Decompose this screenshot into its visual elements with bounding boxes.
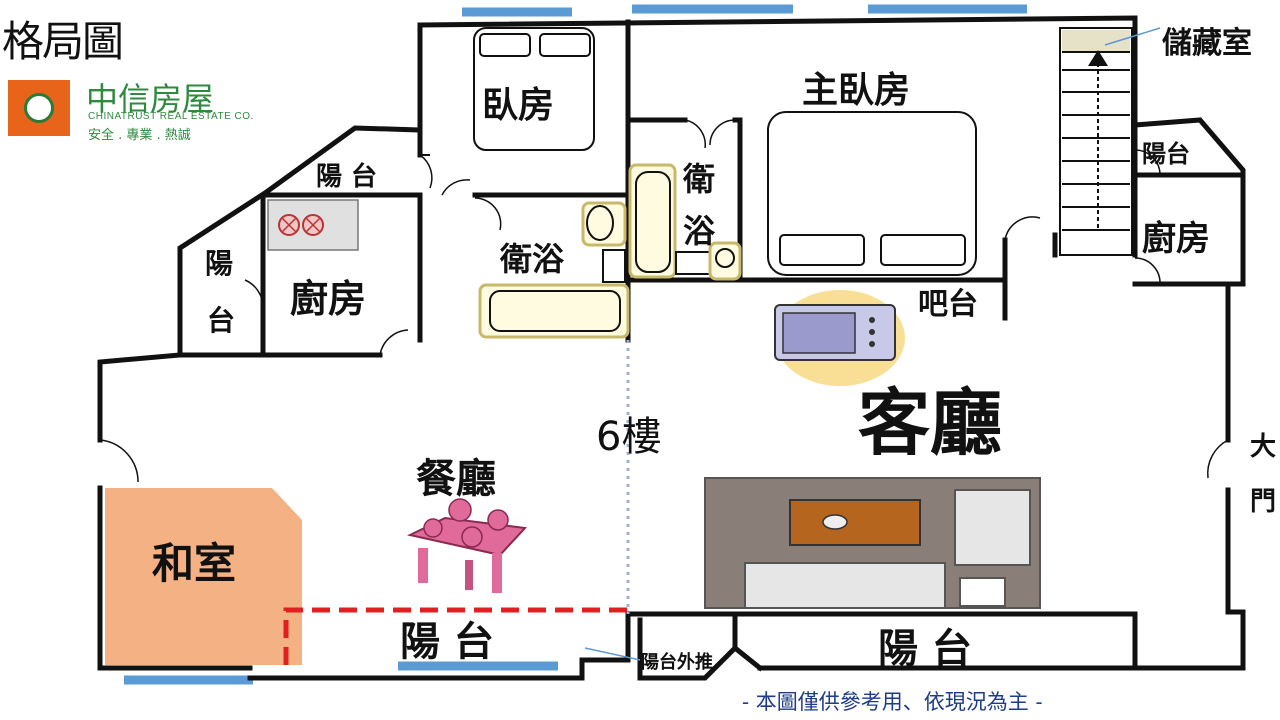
bath-left-fixtures [478, 201, 630, 339]
bedroom-bed [473, 27, 595, 151]
balcony-right-small-label: 陽台 [1142, 140, 1190, 168]
storage-stairs [1059, 27, 1161, 256]
master-bedroom-label: 主臥房 [802, 70, 910, 111]
kitchen-left-label: 廚房 [290, 277, 366, 321]
logo-name-cn: 中信房屋 [86, 80, 215, 118]
balcony-left-label-1: 陽 [205, 247, 233, 280]
floor-label: 6樓 [596, 414, 661, 460]
japanese-room-area [105, 488, 302, 665]
master-bed [767, 111, 977, 276]
storage-label: 儲藏室 [1162, 26, 1252, 61]
main-door-label-1: 大 [1250, 432, 1276, 462]
living-room-label: 客廳 [858, 381, 1002, 465]
balcony-bottom-right-label: 陽 台 [878, 626, 972, 672]
balcony-extension-label: 陽台外推 [641, 651, 713, 673]
japanese-room-label: 和室 [152, 539, 236, 588]
sofa-set [704, 477, 1041, 609]
balcony-extension-outline [283, 607, 628, 665]
bar-label: 吧台 [918, 287, 978, 322]
balcony-top-label: 陽 台 [316, 161, 377, 192]
bath-right-label-2: 浴 [683, 212, 716, 250]
balcony-bottom-left-label: 陽 台 [400, 619, 494, 665]
bath-left-label: 衛浴 [499, 240, 565, 278]
room-labels: 臥房 主臥房 儲藏室 陽 台 陽 台 廚房 衛浴 衛 浴 陽台 廚房 吧台 客廳… [152, 26, 1276, 673]
logo-slogan: 安全 . 專業 . 熱誠 [88, 128, 191, 143]
main-door-label-2: 門 [1250, 487, 1276, 517]
walls [97, 15, 1246, 681]
doors [99, 119, 1229, 483]
bedroom-label: 臥房 [482, 85, 554, 126]
windows [124, 4, 1027, 685]
bath-right-fixtures [628, 163, 742, 281]
dining-room-label: 餐廳 [416, 456, 496, 502]
tv-illustration [774, 290, 905, 386]
kitchen-right-label: 廚房 [1142, 219, 1210, 259]
company-logo: 中信房屋 CHINATRUST REAL ESTATE CO. 安全 . 專業 … [8, 78, 253, 143]
logo-name-en: CHINATRUST REAL ESTATE CO. [88, 111, 254, 122]
footnote: - 本圖僅供參考用、依現況為主 - [742, 690, 1043, 714]
dining-table [406, 498, 528, 593]
balcony-left-label-2: 台 [207, 304, 235, 337]
bath-right-label-1: 衛 [682, 160, 715, 198]
stove [267, 199, 359, 251]
logo-mark-icon [8, 80, 70, 136]
page-title: 格局圖 [2, 17, 124, 66]
